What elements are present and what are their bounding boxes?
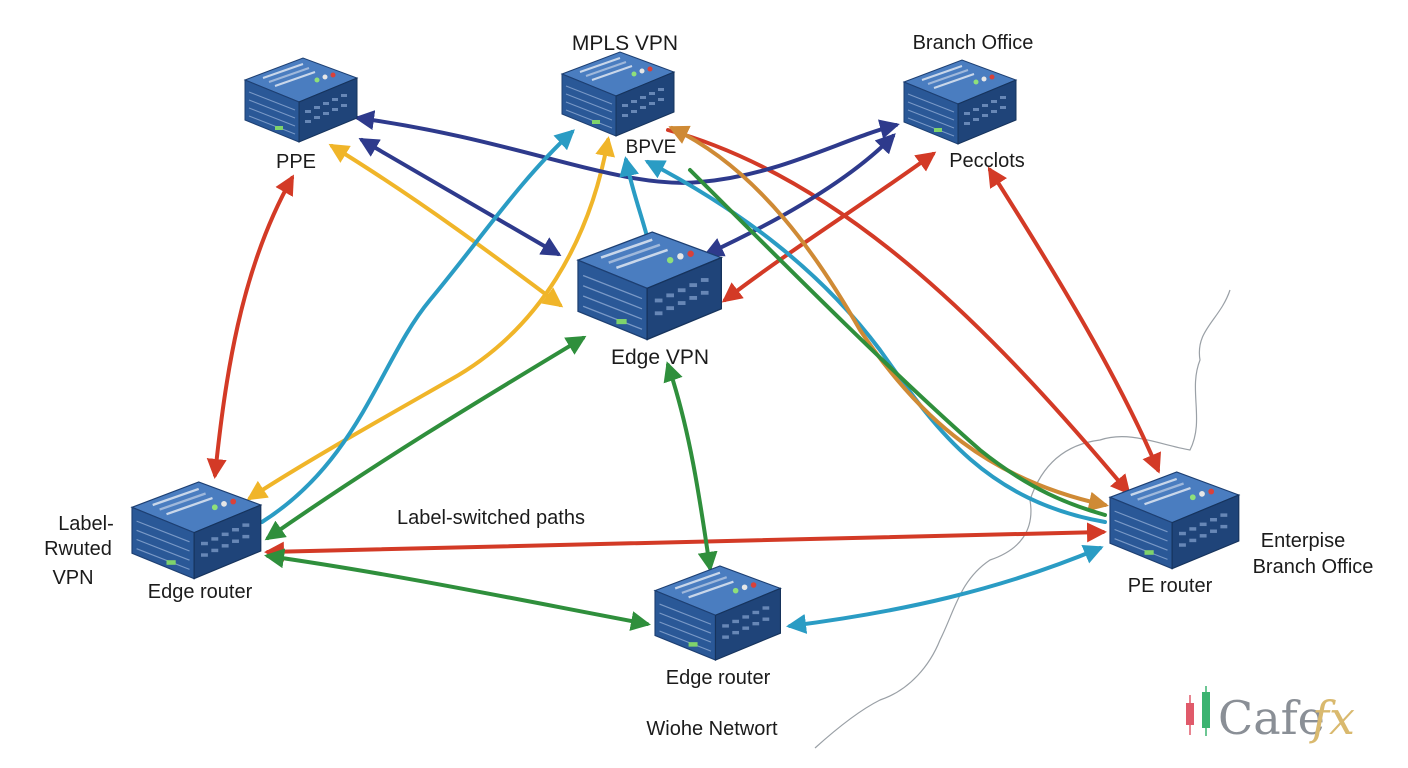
label-mpls-vpn: MPLS VPN (572, 32, 678, 55)
label-edge-vpn: Edge VPN (611, 346, 709, 369)
label-pe-router: PE router (1128, 575, 1213, 597)
watermark-text-main: Cafe (1218, 691, 1325, 745)
path-teal-perouter-bpve (644, 160, 1107, 524)
router-icon-edge-bottom (653, 564, 782, 662)
router-icon-ppe (244, 57, 358, 143)
watermark-text-accent: fx (1309, 691, 1355, 745)
candlestick-icon (1186, 686, 1210, 736)
path-green-edgeleft-edgevpn (264, 335, 587, 541)
label-left-caption-2: Rwuted (44, 538, 112, 560)
label-bottom-caption: Wiohe Networt (646, 718, 778, 740)
path-green-edgevpn-edgebottom (663, 361, 718, 572)
path-red-edgeleft-perouter (264, 522, 1107, 562)
router-icon-mpls (561, 51, 675, 137)
path-red-ppe-edgeleft (206, 174, 294, 479)
label-branch-office: Branch Office (913, 32, 1034, 54)
path-green-edgevpn-perouter (688, 168, 1107, 517)
label-ppe: PPE (276, 151, 316, 173)
path-green-edgeleft-edgebottom (264, 548, 651, 631)
path-yellow-mpls-edgeleft (246, 136, 616, 501)
label-pecclots: Pecclots (949, 150, 1025, 172)
path-red-mpls-perouter (666, 128, 1131, 496)
path-red-pecclots-perouter (987, 166, 1161, 474)
label-edge-router-left: Edge router (148, 581, 253, 603)
label-left-caption-3: VPN (52, 567, 93, 589)
path-navy-ppe-edgevpn (358, 137, 562, 257)
label-switched-paths (206, 110, 1161, 634)
router-icon-edge-vpn (576, 230, 723, 341)
label-left-caption-1: Label- (58, 513, 114, 535)
router-icon-edge-left (130, 480, 262, 580)
label-switched-paths-caption: Label-switched paths (397, 507, 585, 529)
router-icon-branch (903, 59, 1017, 145)
router-icon-pe-router (1108, 470, 1240, 570)
label-edge-router-bottom: Edge router (666, 667, 771, 689)
cafefx-watermark: Cafe fx (1186, 686, 1355, 745)
label-right-caption-1: Enterpise (1261, 530, 1346, 552)
label-bpve: BPVE (626, 137, 677, 158)
path-teal-edgevpn-mpls (619, 156, 650, 242)
path-teal-edgebottom-perouter (786, 544, 1104, 634)
label-right-caption-2: Branch Office (1253, 556, 1374, 578)
